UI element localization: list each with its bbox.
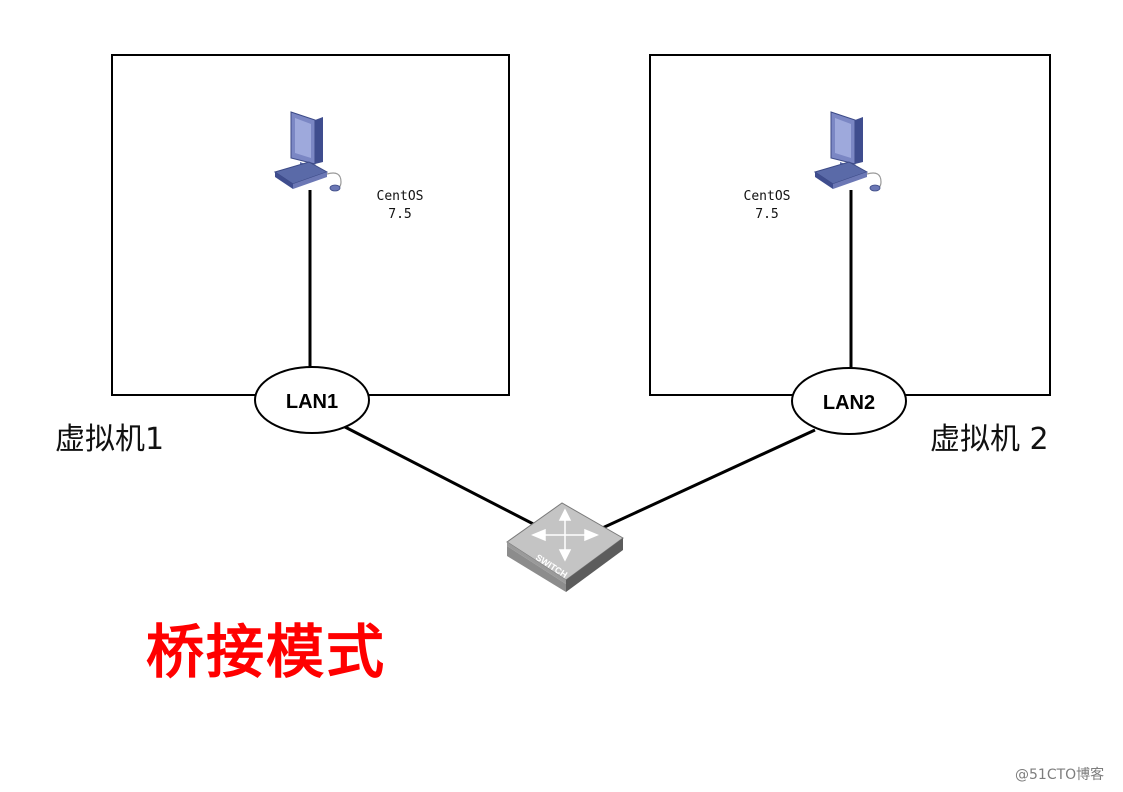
- watermark: @51CTO博客: [1015, 767, 1105, 783]
- network-switch-icon: SWITCH: [506, 502, 624, 592]
- desktop-computer-icon: [813, 111, 882, 192]
- vm2-os-name: CentOS: [743, 189, 791, 204]
- lan1-node: LAN1: [254, 366, 370, 434]
- vm2-os-version: 7.5: [755, 207, 779, 222]
- lan2-switch-line: [597, 428, 816, 532]
- mode-title: 桥接模式: [146, 618, 387, 686]
- vm1-os-version: 7.5: [388, 207, 412, 222]
- lan1-switch-line: [344, 425, 546, 532]
- vm1-os-label: CentOS 7.5: [370, 188, 430, 224]
- desktop-computer-icon: [273, 111, 342, 192]
- vm1-label: 虚拟机1: [55, 422, 165, 457]
- lan2-label: LAN2: [823, 392, 875, 414]
- lan1-label: LAN1: [286, 391, 338, 413]
- vm2-label: 虚拟机 2: [930, 422, 1049, 457]
- vm2-os-label: CentOS 7.5: [737, 188, 797, 224]
- vm1-os-name: CentOS: [376, 189, 424, 204]
- lan2-node: LAN2: [791, 367, 907, 435]
